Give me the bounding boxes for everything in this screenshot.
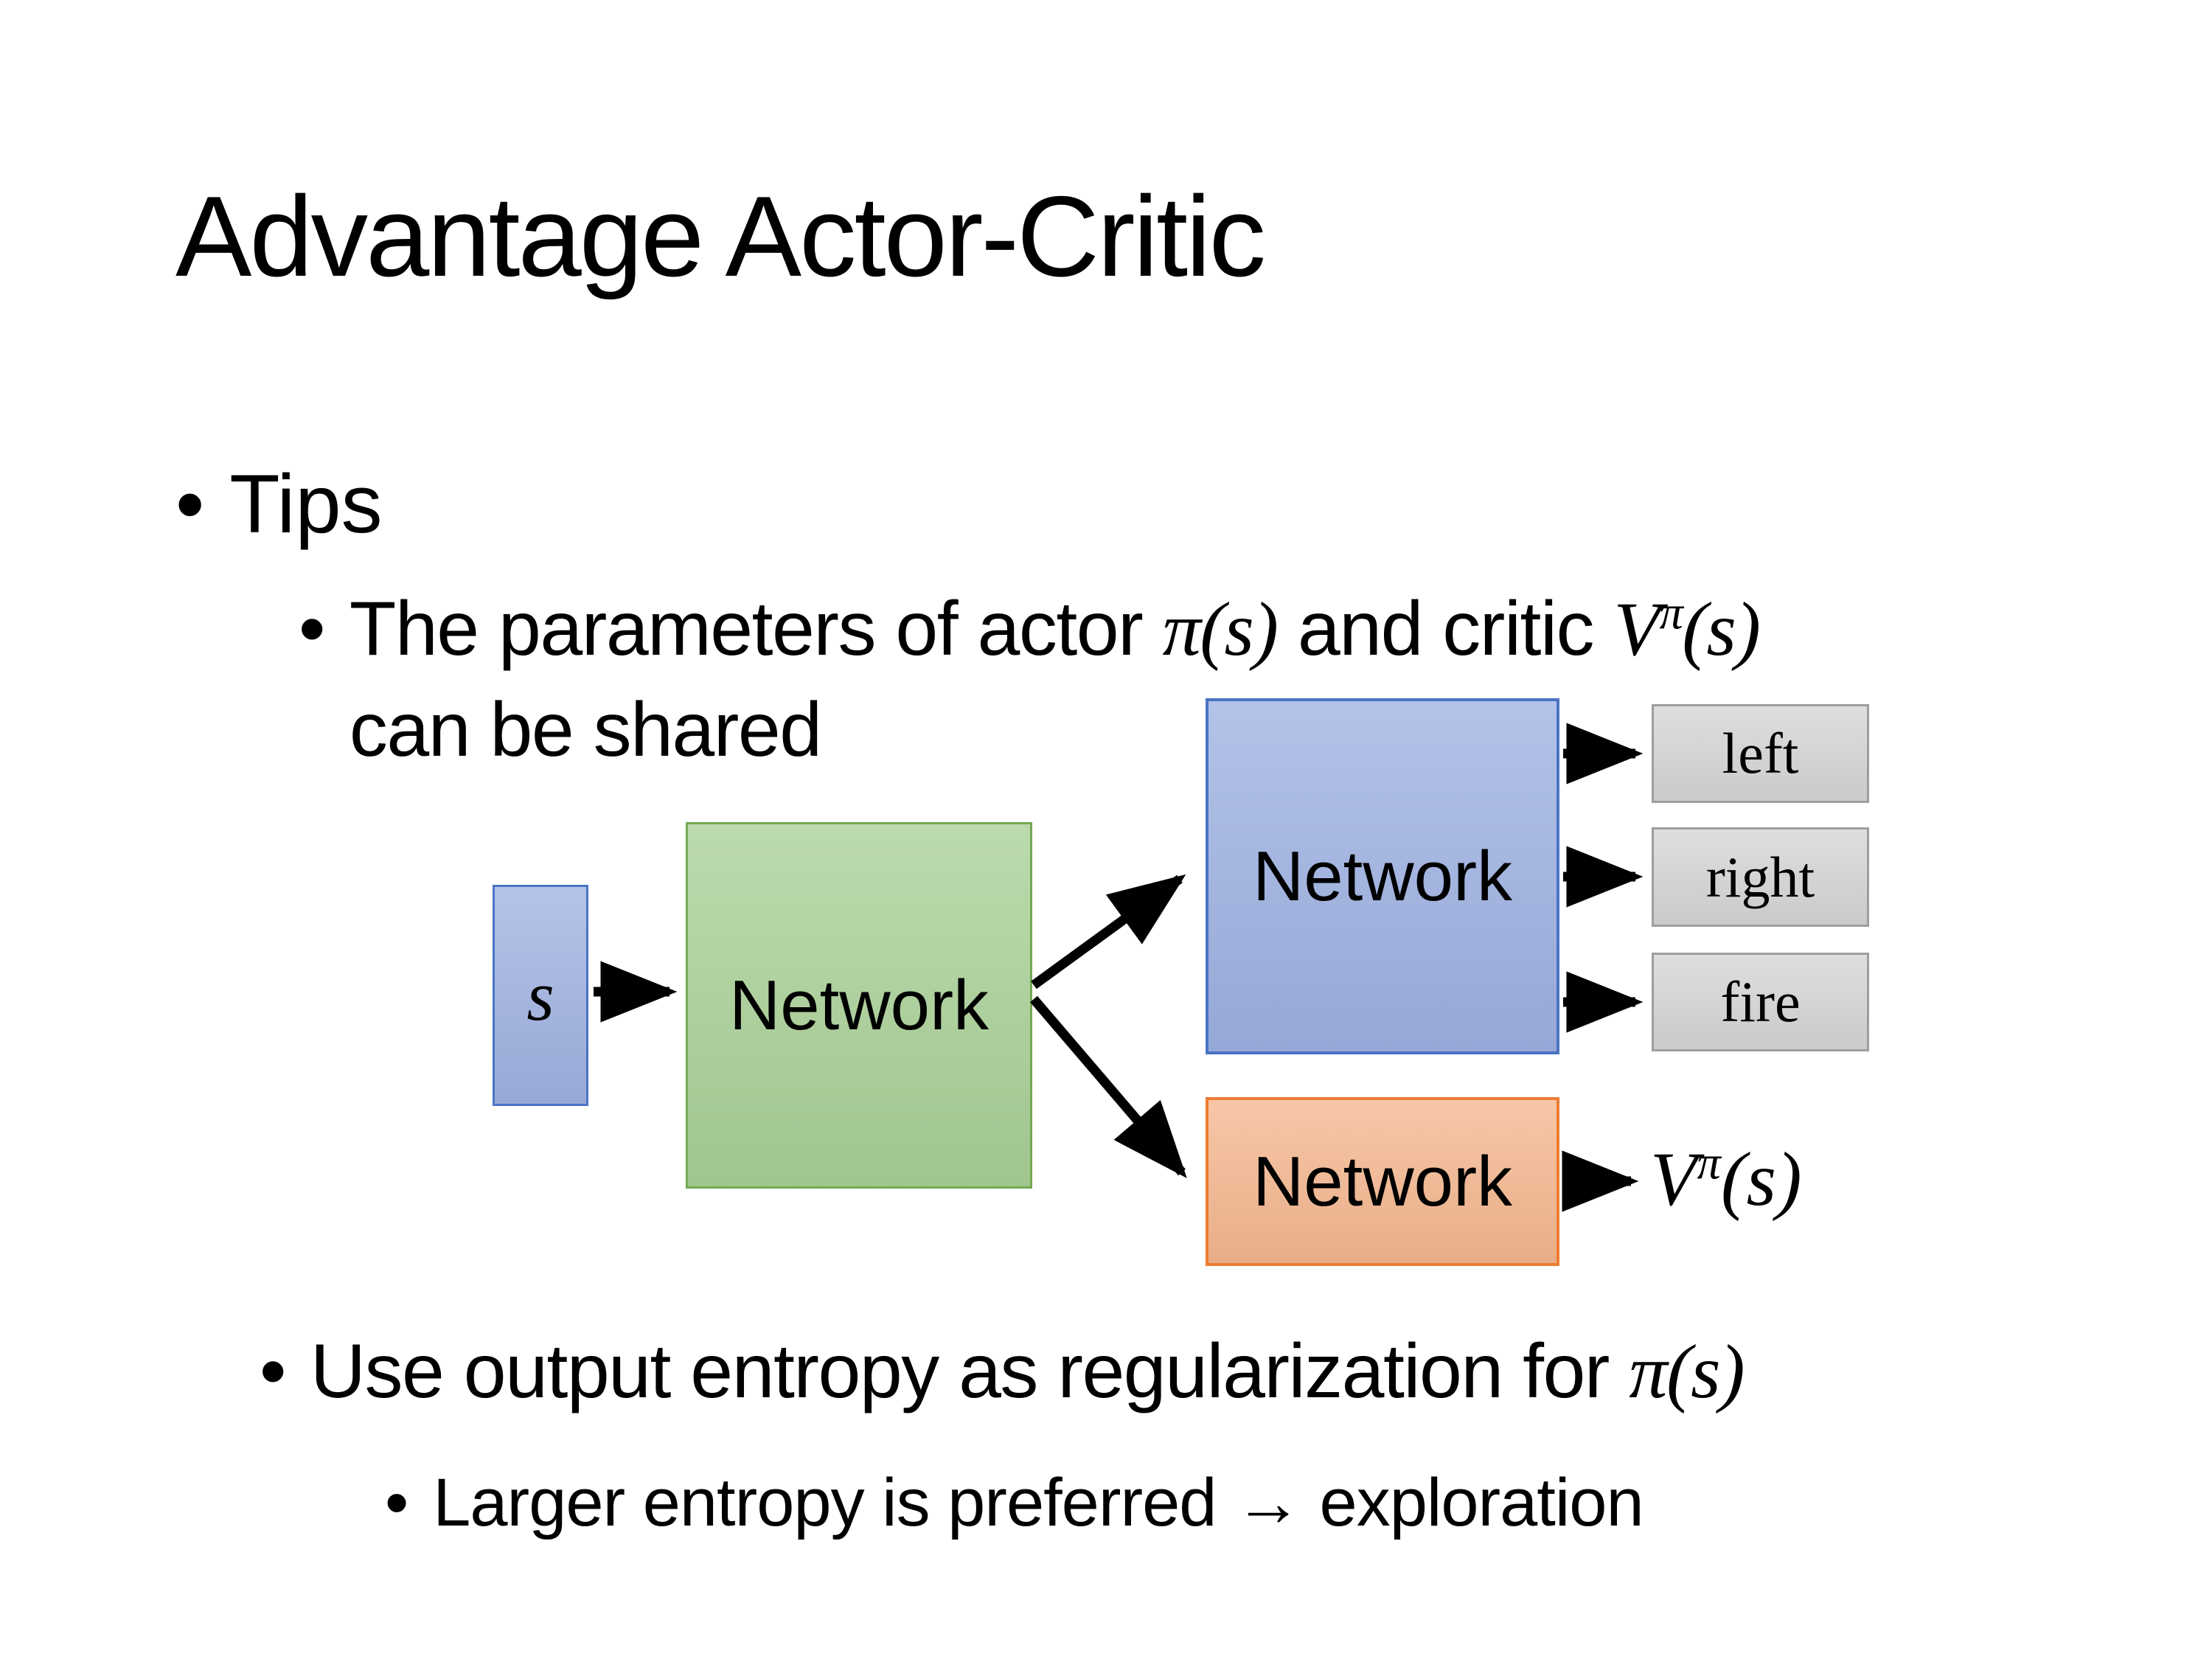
v-symbol: V <box>1613 587 1660 672</box>
output-label-fire: fire <box>1720 970 1801 1034</box>
state-label: s <box>526 956 554 1035</box>
bullet-point1: • The parameters of actor π(s) and criti… <box>299 579 2017 782</box>
pi-symbol: π <box>1629 1329 1667 1414</box>
output-box-fire: fire <box>1652 953 1869 1051</box>
bullet-point3: • Larger entropy is preferred → explorat… <box>385 1458 2081 1548</box>
critic-v-math: Vπ(s) <box>1613 586 1761 672</box>
pi-args: (s) <box>1666 1329 1745 1414</box>
bullet-icon: • <box>175 458 205 550</box>
shared-network-label: Network <box>728 965 990 1045</box>
bullet-icon: • <box>260 1329 286 1414</box>
v-symbol: V <box>1650 1137 1697 1222</box>
point1-mid: and critic <box>1277 586 1614 672</box>
output-box-right: right <box>1652 827 1869 927</box>
tips-label: Tips <box>229 458 383 550</box>
actor-pi-math: π(s) <box>1162 587 1279 672</box>
point3-text: Larger entropy is preferred → exploratio… <box>433 1465 1644 1540</box>
v-args: (s) <box>1682 587 1761 672</box>
pi-symbol: π <box>1162 587 1201 672</box>
arrow-shared-to-actor <box>1031 874 1186 990</box>
critic-network-label: Network <box>1252 1141 1513 1221</box>
bullet-icon: • <box>299 586 325 672</box>
value-function-label: Vπ(s) <box>1650 1135 1802 1223</box>
point2-text: Use output entropy as regularization for… <box>310 1321 1745 1422</box>
bullet-icon: • <box>385 1465 408 1540</box>
point1-text: The parameters of actor π(s) and critic … <box>349 579 1761 782</box>
page-title: Advantage Actor-Critic <box>175 173 1266 300</box>
point1-line2: can be shared <box>349 687 822 773</box>
point1-pre: The parameters of actor <box>349 586 1163 672</box>
v-args: (s) <box>1720 1137 1802 1222</box>
actor-network-box: Network <box>1206 698 1559 1054</box>
pi-args: (s) <box>1200 587 1279 672</box>
v-superscript: π <box>1697 1136 1721 1189</box>
output-label-right: right <box>1705 844 1815 909</box>
actor-network-label: Network <box>1252 836 1513 916</box>
point2-pre: Use output entropy as regularization for <box>310 1329 1630 1414</box>
v-superscript: π <box>1659 586 1683 639</box>
bullet-point2: • Use output entropy as regularization f… <box>260 1321 2029 1422</box>
output-label-left: left <box>1722 721 1799 785</box>
bullet-tips: • Tips <box>175 450 383 559</box>
critic-network-box: Network <box>1206 1097 1559 1266</box>
shared-network-box: Network <box>686 822 1032 1189</box>
output-box-left: left <box>1652 704 1869 803</box>
arrow-shared-to-critic <box>1030 995 1187 1178</box>
state-input-box: s <box>493 885 588 1106</box>
policy-pi-math: π(s) <box>1629 1329 1745 1414</box>
